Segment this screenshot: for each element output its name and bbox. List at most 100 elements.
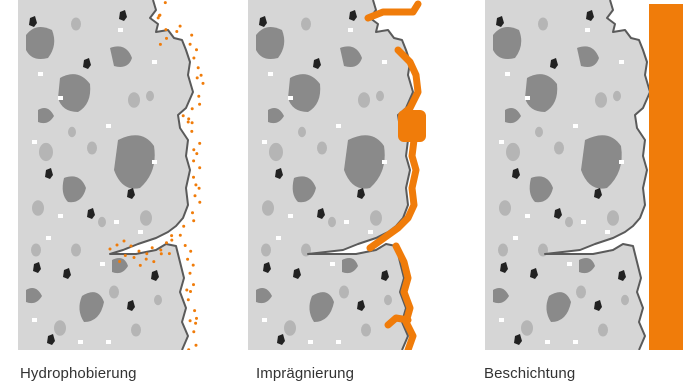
aggregate-stone: [58, 74, 91, 112]
hydrophobic-dot: [198, 200, 202, 204]
aggregate-stone: [342, 258, 358, 274]
aggregate-grain: [128, 92, 140, 108]
aggregate-grain: [31, 243, 41, 257]
hydrophobic-dot: [170, 238, 174, 242]
aggregate-stone: [256, 288, 272, 304]
hydrophobic-dot: [191, 263, 195, 267]
aggregate-grain: [506, 142, 520, 162]
aggregate-white-chip: [336, 124, 341, 128]
aggregate-white-chip: [619, 160, 624, 164]
impregnation-band: [364, 0, 422, 350]
aggregate-white-chip: [58, 96, 63, 100]
aggregate-grain: [131, 323, 141, 337]
hydrophobic-dot: [194, 183, 198, 187]
aggregate-black-chip: [512, 168, 520, 179]
hydrophobic-dot: [164, 28, 168, 32]
hydrophobic-dot: [132, 256, 136, 259]
aggregate-white-chip: [513, 236, 518, 240]
aggregate-grain: [146, 90, 154, 102]
hydrophobic-dot: [188, 319, 192, 323]
caption-impraegnierung: Imprägnierung: [256, 365, 355, 382]
aggregate-white-chip: [581, 220, 586, 224]
aggregate-white-chip: [262, 318, 267, 322]
hydrophobic-dot: [170, 234, 174, 238]
hydrophobic-dot: [195, 316, 198, 320]
aggregate-black-chip: [275, 168, 283, 179]
hydrophobic-dot: [192, 56, 196, 60]
aggregate-grain: [498, 243, 508, 257]
aggregate-stone: [26, 26, 55, 59]
aggregate-black-chip: [317, 208, 325, 219]
aggregate-black-chip: [47, 334, 55, 345]
aggregate-black-chip: [618, 270, 626, 281]
aggregate-stone: [309, 292, 334, 322]
aggregate-black-chip: [357, 188, 365, 199]
aggregate-black-chip: [514, 334, 522, 345]
hydrophobic-dot: [145, 252, 149, 256]
aggregate-grain: [284, 320, 296, 336]
aggregate-black-chip: [119, 10, 127, 21]
hydrophobic-dot: [192, 159, 196, 163]
hydrophobic-dot: [191, 211, 194, 215]
hydrophobic-dot: [193, 194, 197, 198]
aggregate-white-chip: [262, 140, 267, 144]
hydrophobic-dot: [192, 330, 196, 334]
hydrophobic-dot: [122, 239, 126, 243]
aggregate-grain: [269, 142, 283, 162]
aggregate-white-chip: [499, 318, 504, 322]
aggregate-white-chip: [288, 214, 293, 218]
aggregate-white-chip: [38, 72, 43, 76]
aggregate-grain: [339, 285, 349, 299]
aggregate-white-chip: [152, 60, 157, 64]
aggregate-grain: [32, 200, 44, 216]
aggregate-white-chip: [525, 214, 530, 218]
aggregate-white-chip: [382, 160, 387, 164]
aggregate-grain: [298, 126, 306, 138]
aggregate-white-chip: [605, 248, 610, 252]
hydrophobic-dot: [186, 120, 190, 124]
aggregate-black-chip: [293, 268, 301, 279]
aggregate-stone: [79, 292, 104, 322]
hydrophobic-dot: [190, 129, 194, 133]
hydrophobic-dot: [115, 243, 119, 247]
aggregate-white-chip: [525, 96, 530, 100]
aggregate-stone: [505, 108, 521, 124]
aggregate-grain: [384, 294, 392, 306]
aggregate-grain: [565, 216, 573, 228]
caption-beschichtung: Beschichtung: [484, 365, 576, 382]
aggregate-black-chip: [29, 16, 37, 27]
aggregate-grain: [140, 210, 152, 226]
aggregate-black-chip: [127, 188, 135, 199]
panel-beschichtung: Beschichtung: [484, 0, 693, 392]
aggregate-grain: [39, 142, 53, 162]
aggregate-black-chip: [277, 334, 285, 345]
hydrophobic-dot: [158, 42, 162, 46]
aggregate-stone: [256, 26, 285, 59]
surface-profile-line: [109, 0, 194, 350]
aggregate-stone: [577, 46, 599, 67]
aggregate-grain: [317, 141, 327, 155]
aggregate-white-chip: [308, 340, 313, 344]
concrete-section-impregnation: [248, 0, 426, 350]
aggregate-stone: [493, 26, 522, 59]
aggregate-white-chip: [276, 236, 281, 240]
aggregate-white-chip: [114, 220, 119, 224]
aggregate-stone: [525, 74, 558, 112]
hydrophobic-dot: [163, 1, 167, 5]
aggregate-black-chip: [586, 10, 594, 21]
hydrophobic-dot: [198, 102, 202, 106]
aggregate-grain: [71, 17, 81, 31]
aggregate-grain: [598, 323, 608, 337]
coating-layer: [649, 4, 683, 350]
aggregate-white-chip: [152, 160, 157, 164]
aggregate-white-chip: [619, 60, 624, 64]
aggregate-black-chip: [313, 58, 321, 69]
aggregate-white-chip: [567, 262, 572, 266]
aggregate-black-chip: [594, 188, 602, 199]
hydrophobic-dot: [190, 107, 194, 111]
aggregate-white-chip: [106, 340, 111, 344]
aggregate-black-chip: [554, 208, 562, 219]
aggregate-grain: [358, 92, 370, 108]
hydrophobic-dot: [195, 48, 198, 52]
aggregate-black-chip: [45, 168, 53, 179]
